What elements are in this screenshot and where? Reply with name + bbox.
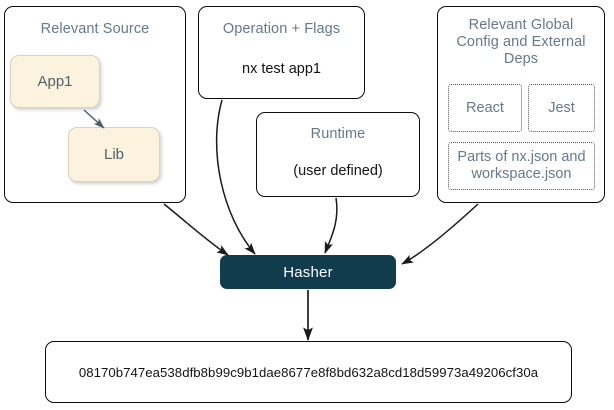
node-app1-label: App1	[37, 73, 73, 90]
group-relevant-source-title: Relevant Source	[40, 21, 150, 37]
node-jest-label: Jest	[548, 99, 575, 116]
hasher-label: Hasher	[283, 263, 333, 281]
group-runtime: Runtime (user defined)	[256, 112, 420, 197]
operation-flags-value: nx test app1	[242, 61, 321, 77]
hasher-node[interactable]: Hasher	[220, 255, 396, 289]
group-operation-flags-title: Operation + Flags	[222, 21, 341, 37]
node-jest[interactable]: Jest	[528, 84, 595, 132]
node-react-label: React	[466, 99, 504, 116]
node-app1[interactable]: App1	[10, 55, 100, 108]
group-relevant-global-config-title: Relevant Global Config and External Deps	[456, 17, 586, 67]
arrow-source-to-hasher	[163, 203, 229, 256]
output-hash-value: 08170b747ea538dfb8b99c9b1dae8677e8f8bd63…	[78, 364, 539, 380]
runtime-value: (user defined)	[293, 163, 383, 179]
group-operation-flags: Operation + Flags nx test app1	[198, 6, 365, 99]
node-nx-json-label: Parts of nx.json and workspace.json	[457, 149, 586, 182]
node-lib-label: Lib	[103, 146, 125, 163]
node-react[interactable]: React	[448, 84, 522, 132]
node-nx-json[interactable]: Parts of nx.json and workspace.json	[448, 142, 595, 190]
arrow-runtime-to-hasher	[324, 197, 338, 254]
arrow-operation-to-hasher	[215, 99, 256, 255]
arrow-config-to-hasher	[401, 203, 479, 265]
group-runtime-title: Runtime	[310, 126, 366, 142]
output-hash-box: 08170b747ea538dfb8b99c9b1dae8677e8f8bd63…	[45, 341, 572, 403]
node-lib[interactable]: Lib	[68, 127, 160, 182]
